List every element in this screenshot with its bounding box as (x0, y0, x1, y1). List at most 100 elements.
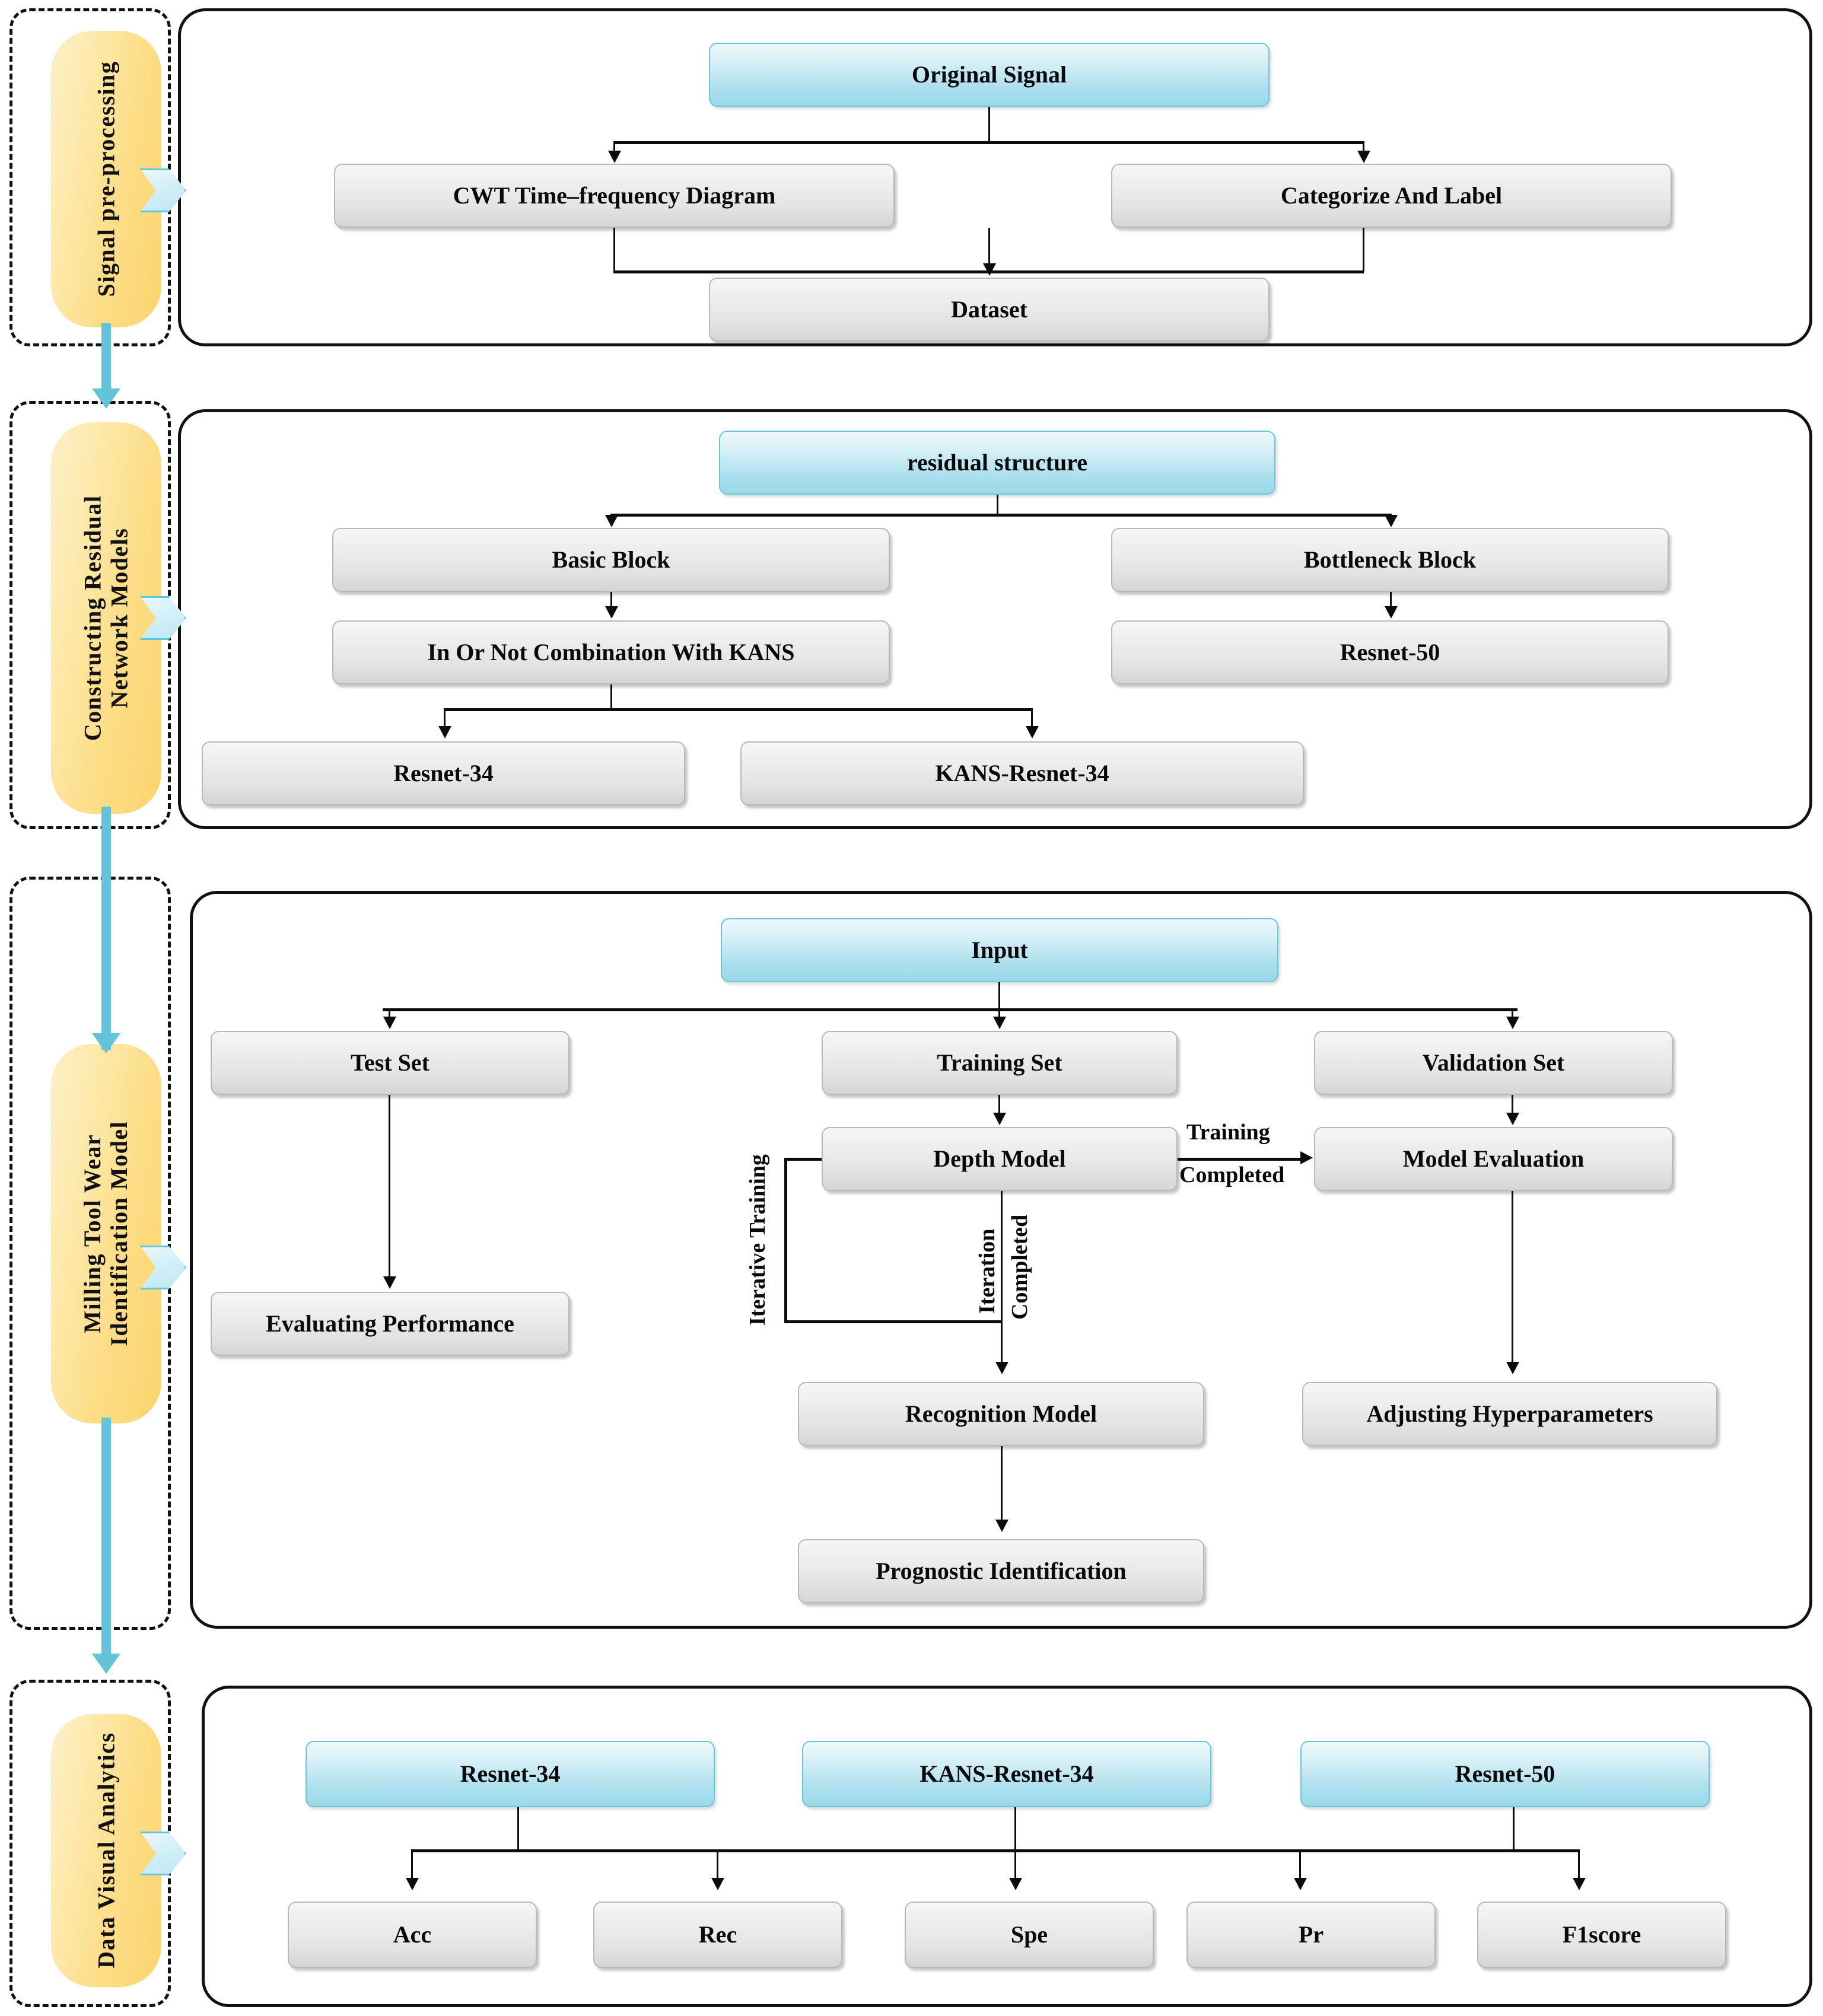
node-prognostic-identification[interactable]: Prognostic Identification (798, 1539, 1204, 1603)
connector-categorize-down (1363, 228, 1364, 272)
node-kans-combination[interactable]: In Or Not Combination With KANS (332, 620, 890, 684)
node-metric-rec[interactable]: Rec (593, 1902, 842, 1968)
arrow-test-to-evaluating (383, 1276, 396, 1289)
stage-1-label: Signal pre-processing (93, 61, 120, 297)
node-recognition-model[interactable]: Recognition Model (798, 1382, 1204, 1446)
arrow-training-to-depth (993, 1113, 1006, 1125)
edge-label-iteration-completed-line1: Iteration (975, 1228, 1000, 1314)
connector-loop-bottom (784, 1320, 1001, 1323)
connector-to-kans-resnet34 (1031, 708, 1033, 727)
node-dataset[interactable]: Dataset (709, 278, 1270, 342)
edge-label-training-completed-top: Training (1186, 1120, 1270, 1145)
node-model-evaluation[interactable]: Model Evaluation (1314, 1127, 1673, 1191)
arrow-to-validation-set (1506, 1017, 1519, 1029)
connector-to-categorize (1363, 141, 1364, 152)
arrow-to-f1score (1573, 1878, 1586, 1890)
arrow-to-cwt (608, 151, 621, 163)
node-metric-pr[interactable]: Pr (1186, 1902, 1436, 1968)
arrow-recognition-to-prognostic (995, 1520, 1008, 1532)
connector-resnet34-down (517, 1807, 519, 1851)
connector-modeleval-to-adjusting (1512, 1191, 1513, 1364)
node-basic-block[interactable]: Basic Block (332, 528, 890, 592)
node-resnet-50-s2[interactable]: Resnet-50 (1111, 620, 1669, 684)
node-evaluating-performance[interactable]: Evaluating Performance (211, 1292, 570, 1356)
node-depth-model[interactable]: Depth Model (822, 1127, 1178, 1191)
node-model-resnet-34[interactable]: Resnet-34 (306, 1741, 715, 1807)
edge-label-iterative-training: Iterative Training (745, 1154, 770, 1326)
arrow-to-rec (711, 1878, 724, 1890)
connector-to-spe (1014, 1849, 1016, 1880)
connector-depth-to-model-eval (1178, 1158, 1302, 1161)
arrow-to-categorize (1357, 151, 1370, 163)
node-kans-resnet-34-s2[interactable]: KANS-Resnet-34 (740, 741, 1304, 805)
connector-to-validation-set (1512, 1008, 1513, 1018)
stage-2-label: Constructing Residual Network Models (79, 495, 133, 741)
connector-loop-left (784, 1158, 787, 1323)
arrow-to-test-set (383, 1017, 396, 1029)
arrow-to-acc (406, 1878, 419, 1890)
node-resnet-34-s2[interactable]: Resnet-34 (202, 741, 685, 805)
node-input[interactable]: Input (721, 918, 1278, 982)
stage-3-label-line2: Identification Model (106, 1121, 133, 1346)
node-metric-spe[interactable]: Spe (905, 1902, 1154, 1968)
arrow-basic-to-kans (605, 606, 618, 619)
arrow-to-bottleneck (1385, 515, 1398, 527)
node-test-set[interactable]: Test Set (211, 1031, 570, 1095)
connector-depth-to-recognition (1001, 1191, 1003, 1364)
connector-to-cwt (613, 141, 615, 152)
node-cwt-time-frequency-diagram[interactable]: CWT Time–frequency Diagram (334, 164, 895, 228)
connector-split-bar-s2 (610, 514, 1391, 517)
node-categorize-and-label[interactable]: Categorize And Label (1111, 164, 1672, 228)
node-residual-structure[interactable]: residual structure (719, 431, 1275, 495)
connector-to-f1score (1578, 1849, 1580, 1880)
stage-connector-1-2-arrow (92, 388, 120, 409)
node-validation-set[interactable]: Validation Set (1314, 1031, 1673, 1095)
node-training-set[interactable]: Training Set (822, 1031, 1178, 1095)
stage-2-label-line2: Network Models (106, 527, 133, 709)
connector-split-bar-s1 (613, 141, 1364, 144)
arrow-to-kans-resnet34 (1026, 726, 1039, 738)
stage-4-pill[interactable]: Data Visual Analytics (51, 1714, 161, 1987)
connector-to-dataset (988, 228, 990, 265)
arrow-to-pr (1294, 1878, 1307, 1890)
stage-connector-3-4 (101, 1418, 111, 1667)
connector-basic-to-kans (610, 592, 612, 607)
connector-input-down (998, 982, 1000, 1011)
arrow-to-dataset (983, 263, 996, 276)
stage-3-label-line1: Milling Tool Wear (79, 1134, 106, 1333)
connector-kansresnet34-down (1014, 1807, 1016, 1851)
stage-3-pill[interactable]: Milling Tool Wear Identification Model (51, 1044, 161, 1423)
stage-connector-3-4-arrow (92, 1654, 120, 1674)
connector-training-to-depth (998, 1095, 1000, 1114)
stage-connector-2-3 (101, 807, 111, 1050)
connector-recognition-to-prognostic (1001, 1446, 1003, 1522)
connector-bottleneck-to-resnet50 (1390, 592, 1392, 607)
connector-kans-down (610, 684, 612, 709)
node-metric-acc[interactable]: Acc (288, 1902, 537, 1968)
node-model-resnet-50[interactable]: Resnet-50 (1300, 1741, 1710, 1807)
edge-label-training-completed-bottom: Completed (1179, 1163, 1285, 1187)
connector-to-acc (411, 1849, 413, 1880)
node-original-signal[interactable]: Original Signal (709, 43, 1270, 107)
connector-loop-top (784, 1158, 826, 1161)
node-adjusting-hyperparameters[interactable]: Adjusting Hyperparameters (1302, 1382, 1717, 1446)
connector-to-rec (717, 1849, 718, 1880)
arrow-depth-to-model-eval (1300, 1151, 1313, 1164)
connector-to-pr (1299, 1849, 1301, 1880)
node-metric-f1score[interactable]: F1score (1477, 1902, 1726, 1968)
connector-metrics-bus-bar (411, 1849, 1578, 1852)
connector-split-bar-s3 (383, 1008, 1517, 1011)
arrow-bottleneck-to-resnet50 (1385, 606, 1398, 619)
connector-split-bar-s2b (444, 708, 1033, 711)
node-model-kans-resnet-34[interactable]: KANS-Resnet-34 (802, 1741, 1211, 1807)
connector-resnet50-down (1513, 1807, 1515, 1851)
stage-1-pill[interactable]: Signal pre-processing (51, 31, 161, 327)
arrow-modeleval-to-adjusting (1506, 1362, 1519, 1374)
stage-connector-2-3-arrow (92, 1033, 120, 1053)
stage-2-pill[interactable]: Constructing Residual Network Models (51, 422, 161, 814)
connector-to-resnet34 (444, 708, 446, 727)
node-bottleneck-block[interactable]: Bottleneck Block (1111, 528, 1669, 592)
stage-2-label-line1: Constructing Residual (79, 495, 106, 741)
connector-to-test-set (389, 1008, 390, 1018)
arrow-to-resnet34 (438, 726, 451, 738)
